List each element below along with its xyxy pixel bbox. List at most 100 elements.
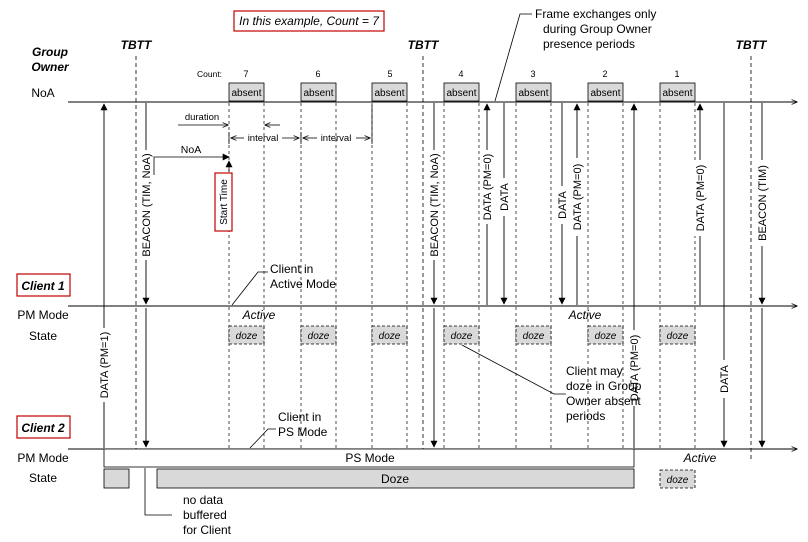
data-pm1-label: DATA (PM=1) [99, 332, 111, 399]
client1-title: Client 1 [21, 279, 65, 293]
client1-doze-period: doze [515, 325, 552, 345]
absent-period: absent [587, 82, 624, 102]
client1-doze-note-line4: periods [566, 409, 605, 423]
data-label: DATA [499, 182, 511, 210]
client2-pm-mode-label: PM Mode [17, 451, 69, 465]
absent-period: absent [300, 82, 337, 102]
data-pm0-label: DATA (PM=0) [695, 165, 707, 232]
client1-doze-period: doze [587, 325, 624, 345]
absent-label: absent [374, 88, 404, 99]
arrow-data-2: DATA [556, 103, 569, 305]
client1-active-note-line1: Client in [270, 262, 313, 276]
doze-label: doze [667, 331, 689, 342]
client2-ps-note-leader [249, 428, 276, 449]
client2-active-label: Active [683, 451, 717, 465]
count-4: 4 [458, 69, 463, 79]
absent-label: absent [231, 88, 261, 99]
absent-label: absent [662, 88, 692, 99]
doze-label: doze [667, 475, 689, 486]
arrow-beacon-tim: BEACON (TIM) [756, 103, 769, 305]
interval-label-1: interval [248, 133, 279, 144]
arrow-data-pm1: DATA (PM=1) [98, 103, 111, 448]
frame-note-line1: Frame exchanges only [535, 7, 656, 21]
absent-label: absent [590, 88, 620, 99]
duration-label: duration [185, 112, 219, 123]
doze-label: doze [595, 331, 617, 342]
noa-row-label: NoA [31, 86, 54, 100]
example-note-box [233, 10, 385, 32]
client2-title: Client 2 [21, 421, 65, 435]
client1-doze-period: doze [371, 325, 408, 345]
absent-period: absent [443, 82, 480, 102]
data-label: DATA [719, 364, 731, 392]
absent-label: absent [518, 88, 548, 99]
group-owner-label-line1: Group [32, 45, 68, 59]
client1-doze-period: doze [300, 325, 337, 345]
client2-nodata-note-line1: no data [183, 493, 223, 507]
client2-title-box [16, 415, 71, 439]
client2-awake-state [103, 468, 130, 489]
arrow-beacon-tim-noa-1: BEACON (TIM, NoA) [140, 103, 153, 305]
absent-period: absent [371, 82, 408, 102]
client1-pm-mode-label: PM Mode [17, 308, 69, 322]
doze-label: doze [523, 331, 545, 342]
absent-dashed-lines [228, 103, 696, 450]
tbtt-label-1: TBTT [121, 38, 153, 52]
doze-label: doze [451, 331, 473, 342]
arrow-data-3: DATA [718, 103, 731, 448]
frame-note-line3: presence periods [543, 37, 635, 51]
data-pm0-label: DATA (PM=0) [572, 164, 584, 231]
interval-annotation [228, 105, 373, 144]
noa-small-arrow [153, 153, 230, 175]
client1-doze-note-line1: Client may [566, 364, 623, 378]
frame-note-line2: during Group Owner [543, 22, 652, 36]
count-2: 2 [602, 69, 607, 79]
client1-doze-note-line2: doze in Group [566, 379, 642, 393]
client2-ps-mode-bar [103, 448, 635, 468]
arrow-data-pm0-1: DATA (PM=0) [481, 103, 494, 305]
absent-label: absent [303, 88, 333, 99]
client1-active-label-2: Active [568, 308, 602, 322]
client2-nodata-note-line2: buffered [183, 508, 227, 522]
doze-label: doze [379, 331, 401, 342]
client1-active-note-line2: Active Mode [270, 277, 336, 291]
data-label: DATA [557, 190, 569, 218]
client2-doze-period: doze [659, 469, 696, 489]
count-7: 7 [243, 69, 248, 79]
data-pm0-label: DATA (PM=0) [482, 154, 494, 221]
arrow-data-pm0-3: DATA (PM=0) [694, 103, 707, 305]
client1-title-box [16, 273, 71, 297]
client2-nodata-note-line3: for Client [183, 523, 232, 537]
noa-small-label: NoA [181, 144, 201, 156]
group-owner-label-line2: Owner [31, 60, 70, 74]
tbtt-dashed-lines [135, 56, 752, 462]
tbtt-label-2: TBTT [408, 38, 440, 52]
client1-doze-period: doze [659, 325, 696, 345]
arrow-data-pm0-client2: DATA (PM=0) [628, 103, 641, 448]
count-6: 6 [315, 69, 320, 79]
count-1: 1 [674, 69, 679, 79]
absent-label: absent [446, 88, 476, 99]
absent-period: absent [515, 82, 552, 102]
doze-label: doze [308, 331, 330, 342]
data-pm0-label: DATA (PM=0) [629, 335, 641, 402]
arrow-data-1: DATA [498, 103, 511, 305]
arrow-beacon-tim-noa-2: BEACON (TIM, NoA) [428, 103, 441, 305]
client2-doze-bar [156, 468, 635, 489]
beacon-tim-noa-label: BEACON (TIM, NoA) [429, 153, 441, 256]
start-time-label: Start Time [219, 179, 230, 225]
client1-doze-note-leader [461, 344, 566, 395]
client2-state-label: State [29, 471, 57, 485]
client1-state-label: State [29, 329, 57, 343]
client2-nodata-note-leader [144, 468, 172, 516]
client1-active-label-1: Active [242, 308, 276, 322]
count-3: 3 [530, 69, 535, 79]
client1-active-note-leader [231, 271, 268, 306]
client2-ps-note-line1: Client in [278, 410, 321, 424]
frame-note-leader [494, 13, 532, 102]
client1-doze-note-line3: Owner absent [566, 394, 641, 408]
client1-doze-period: doze [228, 325, 265, 345]
start-time-box [214, 172, 233, 232]
client2-doze-big-label: Doze [381, 472, 409, 486]
